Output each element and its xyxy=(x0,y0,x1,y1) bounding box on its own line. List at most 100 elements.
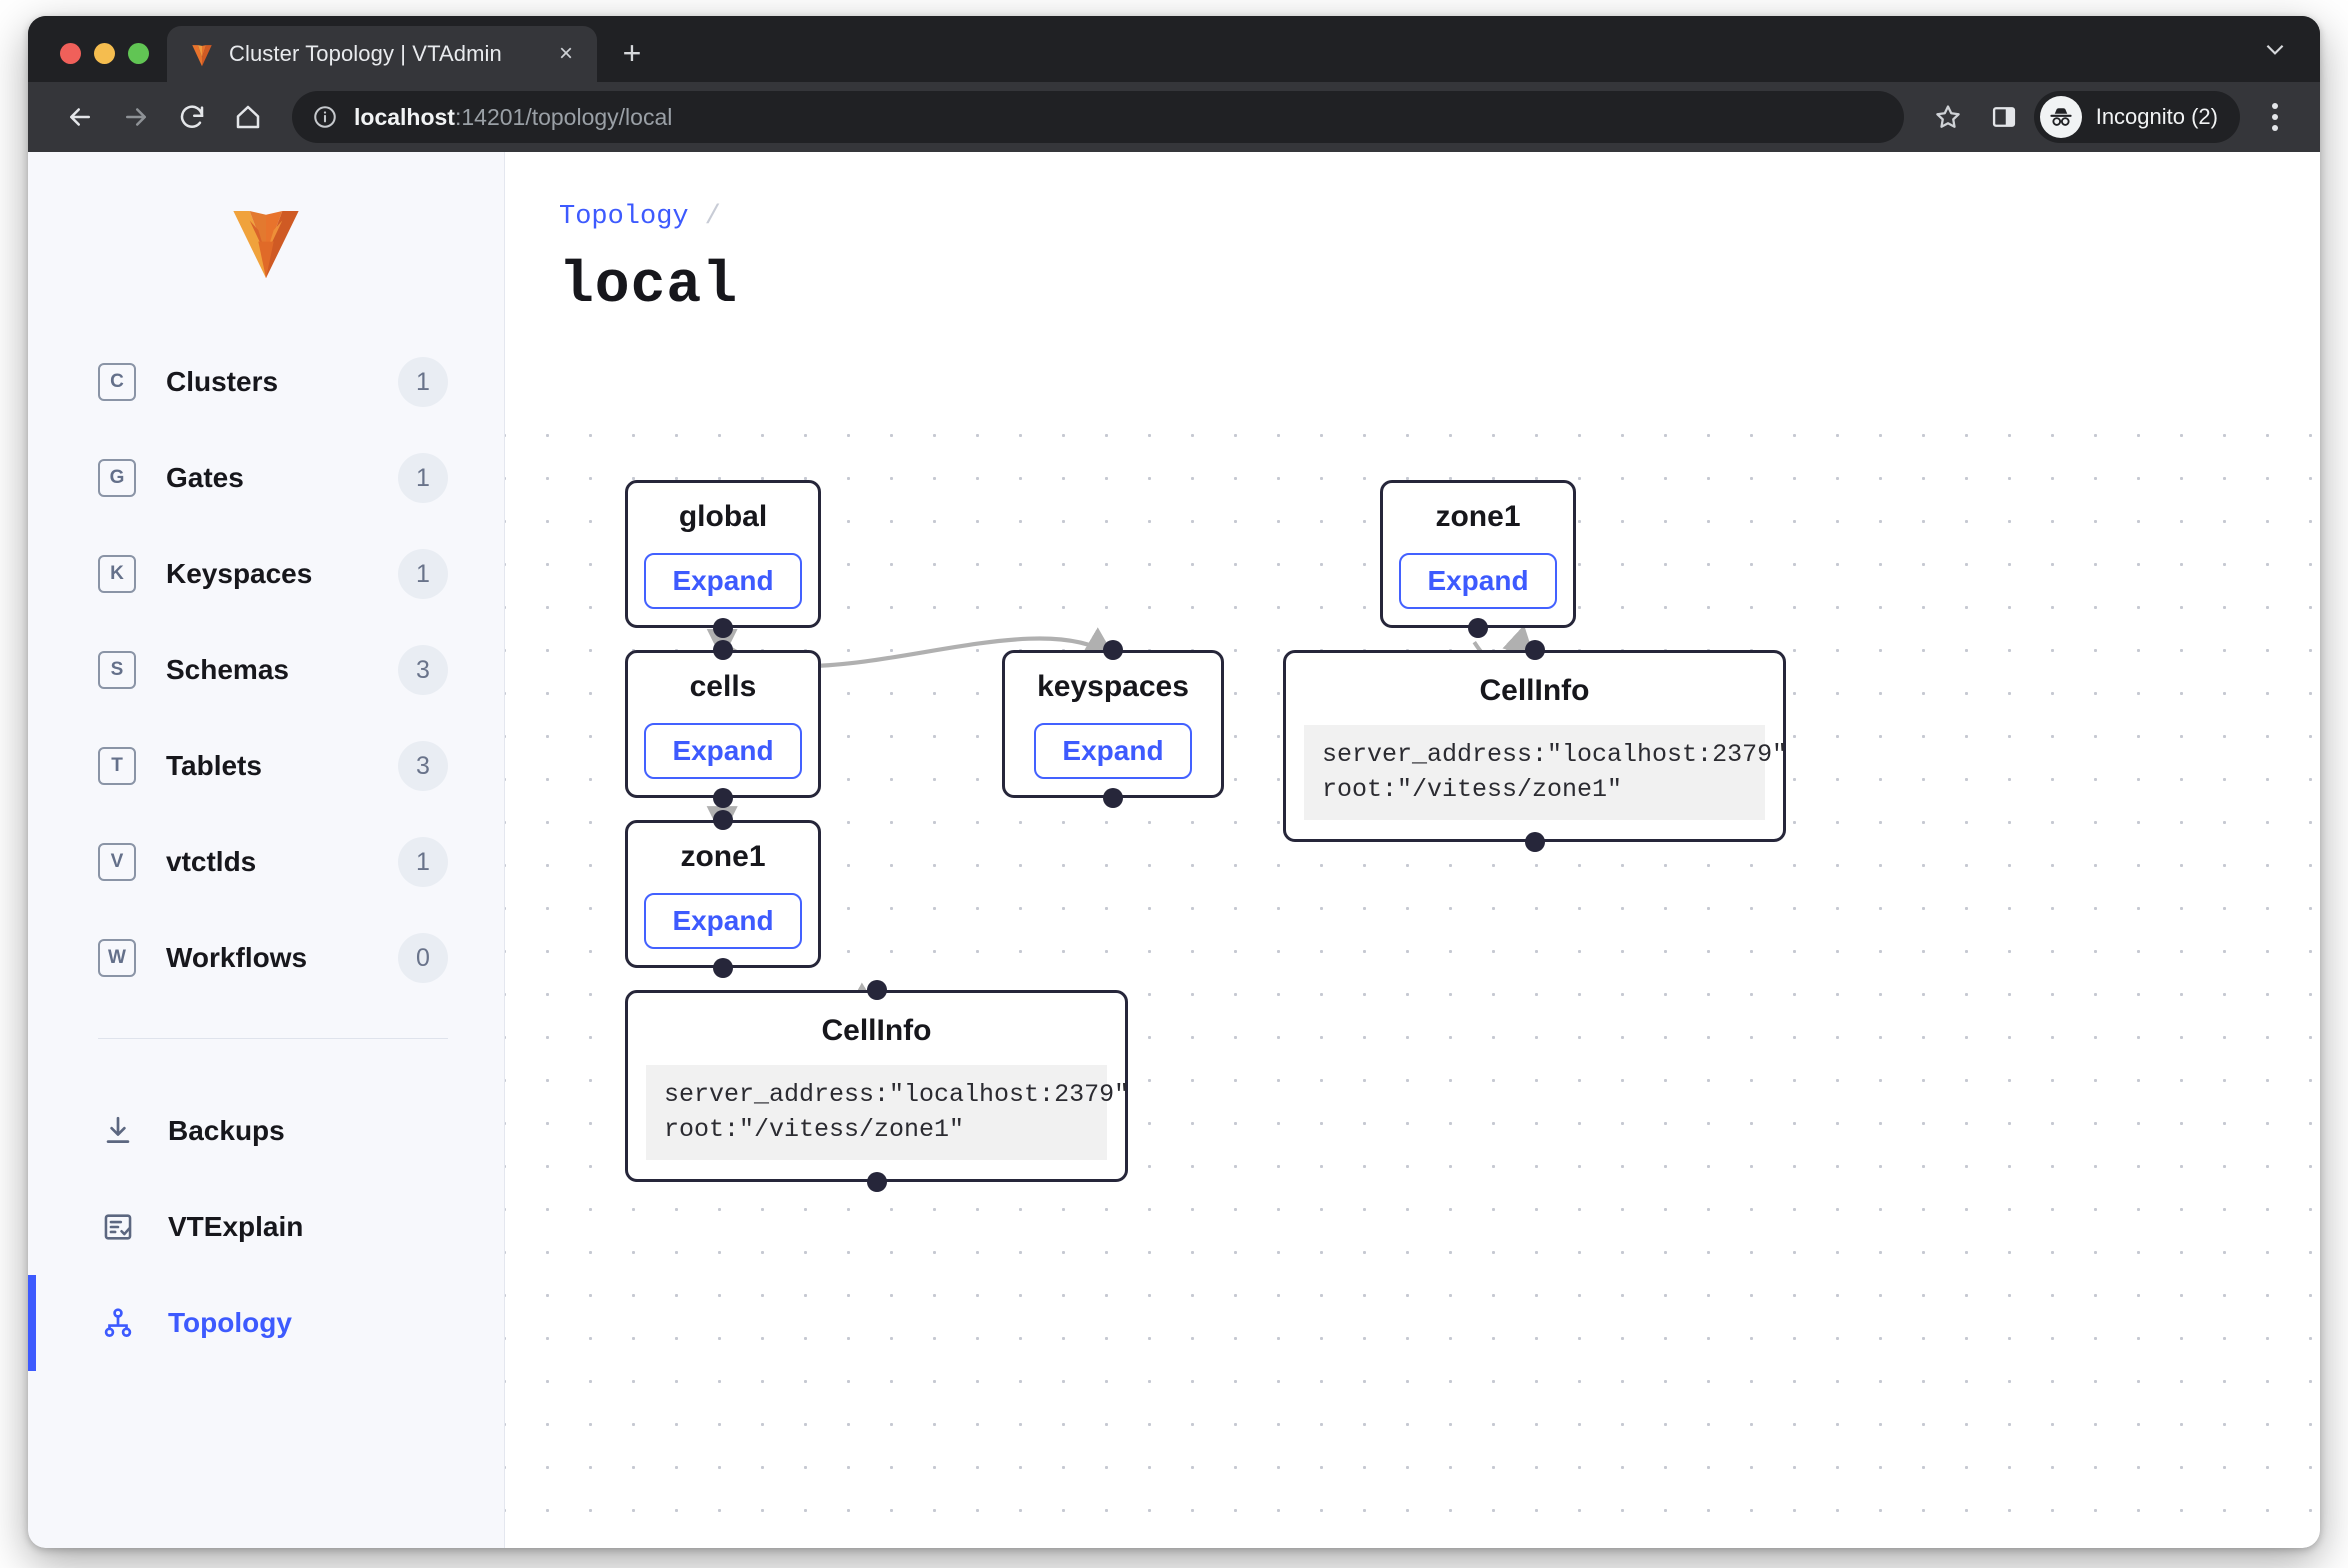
expand-button[interactable]: Expand xyxy=(644,553,802,609)
profile-button[interactable]: Incognito (2) xyxy=(2033,91,2240,143)
back-arrow-icon[interactable] xyxy=(54,91,106,143)
browser-tab-strip: Cluster Topology | VTAdmin × + xyxy=(28,16,2320,82)
new-tab-button[interactable]: + xyxy=(622,35,642,71)
graph-node-global[interactable]: global Expand xyxy=(625,480,821,638)
sidebar-item-label: Schemas xyxy=(166,654,289,685)
browser-tab-title: Cluster Topology | VTAdmin xyxy=(229,41,502,66)
window-controls xyxy=(28,43,167,82)
node-handle-top[interactable] xyxy=(866,980,887,1000)
graph-node-zone1-left[interactable]: zone1 Expand xyxy=(625,810,821,978)
node-handle-bottom[interactable] xyxy=(1468,618,1488,638)
graph-node-cells[interactable]: cells Expand xyxy=(625,640,821,808)
node-handle-bottom[interactable] xyxy=(1103,788,1123,808)
sidebar-item-label: Workflows xyxy=(166,942,308,973)
maximize-window-button[interactable] xyxy=(128,43,149,64)
node-handle-bottom[interactable] xyxy=(713,958,733,978)
sidebar-item-label: vtctlds xyxy=(166,846,257,877)
node-title: zone1 xyxy=(1435,500,1521,533)
graph-node-cellinfo-bottom[interactable]: CellInfo server_address:"localhost:2379"… xyxy=(625,980,1129,1192)
info-circle-icon[interactable] xyxy=(312,104,338,130)
keyspaces-letter-icon: K xyxy=(98,555,136,593)
close-tab-button[interactable]: × xyxy=(558,40,573,67)
node-title: CellInfo xyxy=(821,1013,932,1047)
sidebar-item-label: VTExplain xyxy=(168,1211,304,1242)
close-window-button[interactable] xyxy=(60,43,81,64)
schemas-letter-icon: S xyxy=(98,651,136,689)
star-icon[interactable] xyxy=(1922,91,1974,143)
node-title: CellInfo xyxy=(1479,673,1590,707)
sidebar-item-backups[interactable]: Backups xyxy=(28,1083,504,1179)
sidebar-item-count: 0 xyxy=(398,933,448,983)
sidebar-item-count: 3 xyxy=(398,645,448,695)
node-handle-bottom[interactable] xyxy=(713,618,733,638)
sidebar-item-count: 1 xyxy=(398,453,448,503)
forward-arrow-icon[interactable] xyxy=(110,91,162,143)
page-viewport: C Clusters 1 G Gates 1 K Keyspaces 1 S S… xyxy=(28,152,2320,1548)
node-handle-top[interactable] xyxy=(713,640,733,660)
sidebar-divider xyxy=(98,1038,448,1039)
url-host: localhost xyxy=(354,103,455,130)
home-icon[interactable] xyxy=(222,91,274,143)
node-handle-top[interactable] xyxy=(1103,640,1123,660)
sidebar-item-count: 1 xyxy=(398,549,448,599)
node-title: keyspaces xyxy=(1037,670,1189,703)
node-title: zone1 xyxy=(680,840,766,873)
profile-label: Incognito (2) xyxy=(2095,104,2218,129)
node-handle-top[interactable] xyxy=(1524,640,1545,660)
app-logo[interactable] xyxy=(28,186,504,334)
sidebar-item-label: Clusters xyxy=(166,366,279,397)
tablets-letter-icon: T xyxy=(98,747,136,785)
cellinfo-code-block: server_address:"localhost:2379" root:"/v… xyxy=(1304,724,1787,820)
node-handle-bottom[interactable] xyxy=(866,1172,887,1192)
sidebar-secondary-nav: Backups VTExplain xyxy=(28,1083,504,1371)
breadcrumb-link-topology[interactable]: Topology xyxy=(559,202,689,232)
sidebar-item-vtexplain[interactable]: VTExplain xyxy=(28,1179,504,1275)
sidebar-item-count: 1 xyxy=(398,357,448,407)
expand-button[interactable]: Expand xyxy=(644,723,802,779)
expand-button[interactable]: Expand xyxy=(1399,553,1557,609)
kebab-menu-icon[interactable] xyxy=(2252,94,2298,140)
sidebar-item-tablets[interactable]: T Tablets 3 xyxy=(28,718,504,814)
expand-button[interactable]: Expand xyxy=(1034,723,1192,779)
incognito-avatar-icon xyxy=(2039,96,2082,138)
node-handle-top[interactable] xyxy=(713,810,733,830)
content-header: Topology / local xyxy=(505,152,2320,319)
sidebar-item-schemas[interactable]: S Schemas 3 xyxy=(28,622,504,718)
browser-window: Cluster Topology | VTAdmin × + xyxy=(28,16,2320,1548)
sidebar-item-workflows[interactable]: W Workflows 0 xyxy=(28,910,504,1006)
sidebar-item-keyspaces[interactable]: K Keyspaces 1 xyxy=(28,526,504,622)
sidebar-item-gates[interactable]: G Gates 1 xyxy=(28,430,504,526)
browser-toolbar: localhost:14201/topology/local xyxy=(28,82,2320,152)
sidebar-item-topology[interactable]: Topology xyxy=(28,1275,504,1371)
expand-button[interactable]: Expand xyxy=(644,893,802,949)
vtctlds-letter-icon: V xyxy=(98,843,136,881)
node-handle-bottom[interactable] xyxy=(1524,832,1545,852)
minimize-window-button[interactable] xyxy=(94,43,115,64)
sidebar-item-vtctlds[interactable]: V vtctlds 1 xyxy=(28,814,504,910)
node-handle-bottom[interactable] xyxy=(713,788,733,808)
side-panel-icon[interactable] xyxy=(1978,91,2030,143)
sidebar-item-label: Keyspaces xyxy=(166,558,313,589)
sidebar-item-label: Tablets xyxy=(166,750,262,781)
graph-node-cellinfo-right[interactable]: CellInfo server_address:"localhost:2379"… xyxy=(1283,640,1787,852)
breadcrumb-separator: / xyxy=(704,202,721,232)
sidebar-primary-nav: C Clusters 1 G Gates 1 K Keyspaces 1 S S… xyxy=(28,334,504,1006)
chevron-down-icon[interactable] xyxy=(2258,32,2292,66)
cellinfo-code-block: server_address:"localhost:2379" root:"/v… xyxy=(646,1064,1129,1160)
browser-tab-active[interactable]: Cluster Topology | VTAdmin × xyxy=(167,26,597,82)
node-title: global xyxy=(678,500,768,533)
reload-icon[interactable] xyxy=(166,91,218,143)
url-path: :14201/topology/local xyxy=(454,103,673,130)
download-icon xyxy=(98,1111,138,1151)
checklist-icon xyxy=(98,1207,138,1247)
graph-node-zone1-right[interactable]: zone1 Expand xyxy=(1380,480,1576,638)
vitess-logo xyxy=(233,210,299,279)
gates-letter-icon: G xyxy=(98,459,136,497)
address-bar[interactable]: localhost:14201/topology/local xyxy=(292,91,1904,143)
sidebar-item-clusters[interactable]: C Clusters 1 xyxy=(28,334,504,430)
graph-node-keyspaces[interactable]: keyspaces Expand xyxy=(1002,640,1224,808)
breadcrumb: Topology / xyxy=(559,202,2320,232)
main-content: Topology / local xyxy=(505,152,2320,1548)
topology-graph-canvas[interactable]: global Expand cells Expand keyspaces Exp… xyxy=(505,400,2320,1548)
